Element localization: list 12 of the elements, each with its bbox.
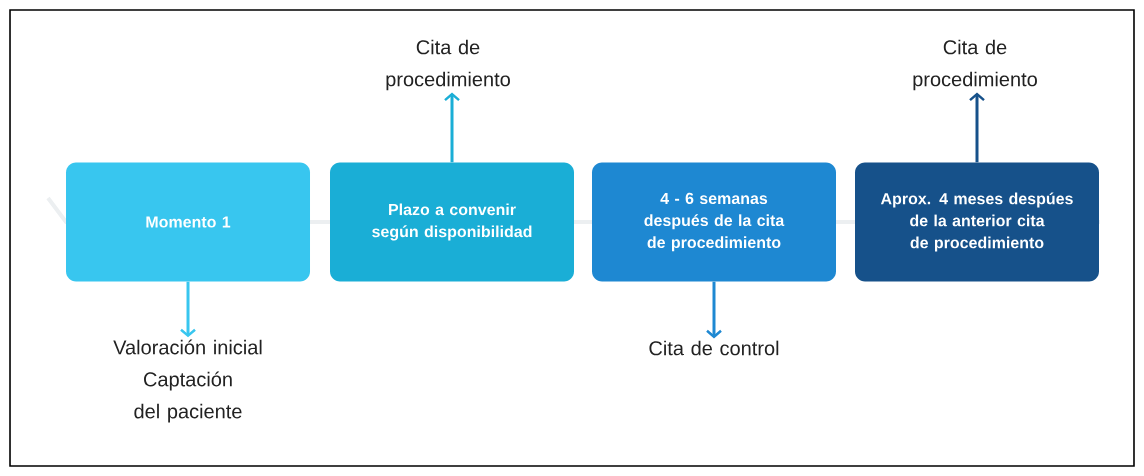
step-label: Cita de control	[649, 340, 779, 356]
step-label: Cita de procedimiento	[913, 39, 1037, 91]
process-box: Momento 1	[66, 162, 310, 282]
process-box: Aprox. 4 meses despúes de la anterior cita de procedimiento	[855, 162, 1099, 282]
arrow	[706, 281, 722, 339]
step-label: Valoración inicial Captación del paciente	[113, 339, 262, 423]
step-label: Cita de procedimiento	[386, 39, 510, 91]
arrow	[180, 281, 196, 338]
process-box: 4 - 6 semanas después de la cita de procedimiento	[592, 162, 836, 282]
arrow	[969, 92, 985, 163]
process-box: Plazo a convenir según disponibilidad	[330, 162, 574, 282]
arrow	[444, 92, 460, 163]
